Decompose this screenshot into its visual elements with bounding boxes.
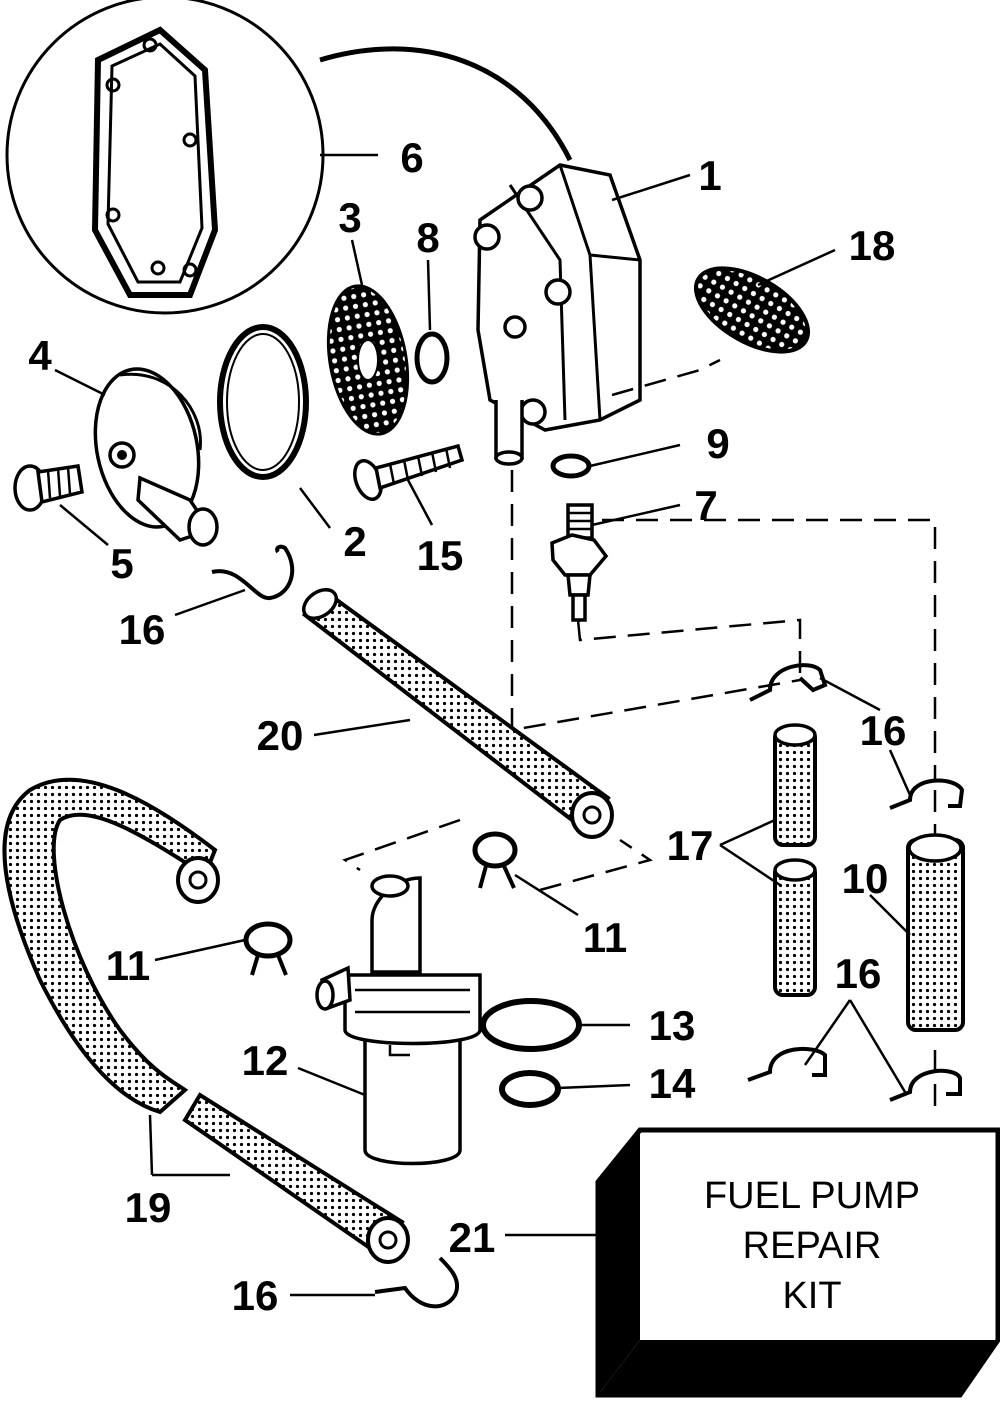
callout-8: 8 <box>416 214 439 261</box>
clip-16-right-low-b <box>889 1068 962 1102</box>
callout-7: 7 <box>694 482 717 529</box>
callout-20: 20 <box>257 712 304 759</box>
fuel-fitting <box>550 503 609 622</box>
o-ring-small <box>414 331 450 385</box>
o-ring-large <box>217 324 309 480</box>
kit-text-line2: REPAIR <box>743 1225 882 1267</box>
fuel-hose-20 <box>301 587 614 839</box>
hose-17-lower <box>773 858 817 997</box>
callout-18: 18 <box>849 222 896 269</box>
callout-16-c: 16 <box>835 950 882 997</box>
callout-16-a: 16 <box>119 606 166 653</box>
callout-21: 21 <box>449 1214 496 1261</box>
callout-11-left: 11 <box>106 942 150 989</box>
callout-6: 6 <box>400 134 423 181</box>
kit-text-line3: KIT <box>782 1275 841 1317</box>
filter-ring-14 <box>499 1070 561 1108</box>
callout-12: 12 <box>242 1037 289 1084</box>
pump-cover <box>93 367 219 547</box>
hose-17-upper <box>773 723 817 847</box>
washer <box>550 453 592 479</box>
repair-kit-box: FUEL PUMP REPAIR KIT <box>595 1127 1000 1398</box>
callout-11-right: 11 <box>583 914 627 961</box>
clamp-11-left <box>243 921 293 976</box>
callout-16-d: 16 <box>232 1272 279 1319</box>
filter-seal-13 <box>480 998 582 1052</box>
callout-19: 19 <box>125 1184 172 1231</box>
callout-3: 3 <box>338 194 361 241</box>
callout-4: 4 <box>28 332 52 379</box>
clip-16-right-mid <box>889 778 965 810</box>
pump-screen <box>693 266 811 354</box>
callout-10: 10 <box>842 855 889 902</box>
cover-screw <box>13 464 84 512</box>
clamp-11-right <box>472 831 518 889</box>
clip-16-right-top <box>749 663 828 702</box>
callout-14: 14 <box>649 1060 696 1107</box>
clip-16-bottom <box>374 1256 460 1309</box>
callout-labels: 1 6 3 8 18 4 9 7 2 15 5 16 20 16 17 10 1… <box>28 134 906 1319</box>
callout-16-b: 16 <box>860 707 907 754</box>
filter-screen-disc <box>326 284 410 436</box>
pump-screw <box>353 443 465 501</box>
callout-5: 5 <box>110 540 133 587</box>
callout-1: 1 <box>698 152 721 199</box>
callout-13: 13 <box>649 1002 696 1049</box>
callout-15: 15 <box>417 532 464 579</box>
gasket-outline <box>91 26 219 298</box>
callout-17: 17 <box>667 822 714 869</box>
inline-filter <box>906 833 965 1032</box>
clip-16-upper-left <box>211 544 295 600</box>
fuel-hose-19 <box>2 777 410 1264</box>
leader-lines <box>54 153 912 1297</box>
callout-2: 2 <box>343 518 366 565</box>
clip-16-right-low-a <box>747 1046 827 1082</box>
callout-9: 9 <box>706 420 729 467</box>
fuel-filter <box>315 874 482 1166</box>
kit-text-line1: FUEL PUMP <box>704 1175 920 1217</box>
fuel-pump-body <box>473 163 642 466</box>
